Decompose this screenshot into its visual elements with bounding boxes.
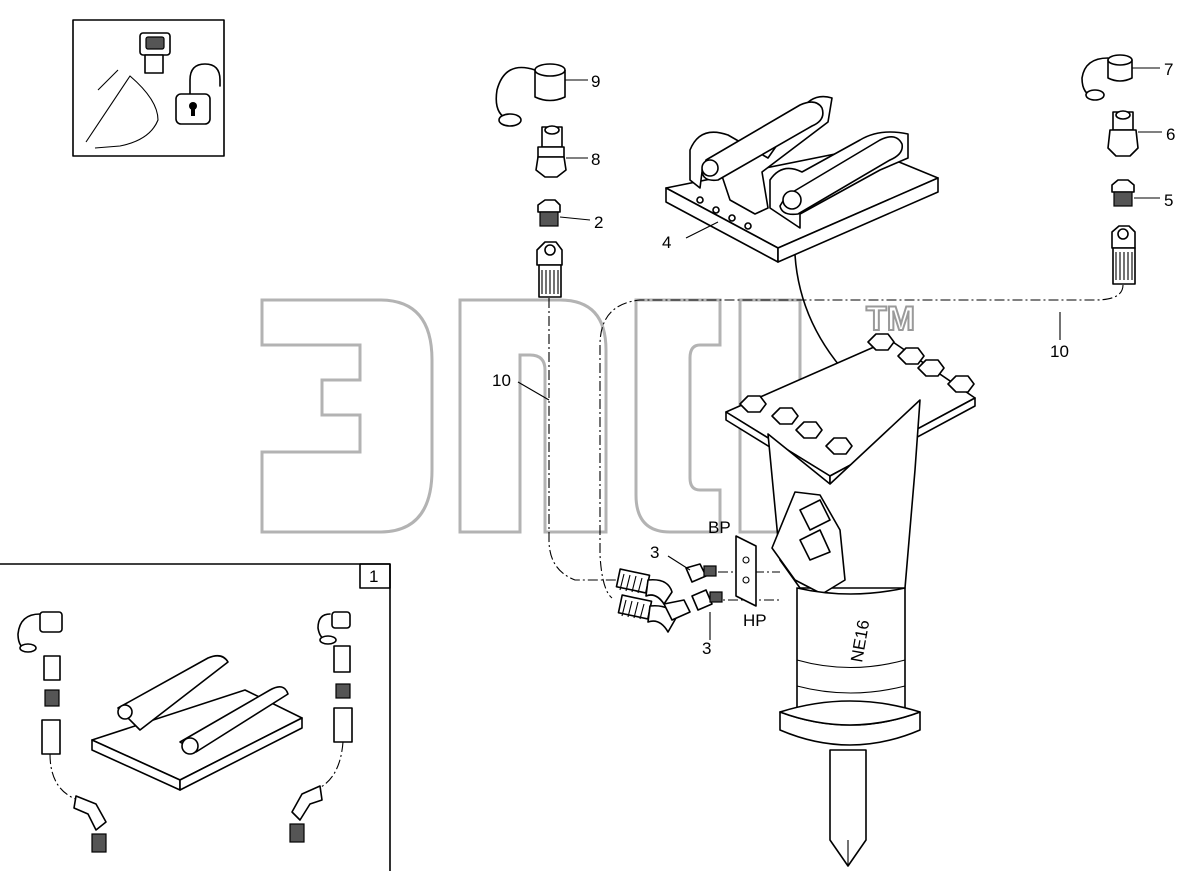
usage-icon-box	[72, 19, 225, 157]
label-adapter-bottom: 3	[702, 639, 711, 658]
mounting-plate	[665, 95, 939, 263]
port-plate	[735, 535, 757, 607]
unlock-icon	[175, 63, 221, 125]
label-inset: 1	[369, 567, 378, 586]
label-port-hp: HP	[743, 611, 767, 630]
coupling-right	[1107, 110, 1139, 157]
adapter-top	[685, 563, 717, 583]
label-cap-left: 9	[591, 72, 600, 91]
bolt-icon	[739, 333, 975, 455]
coupling-left	[535, 125, 567, 178]
elbow-top	[615, 568, 673, 605]
hose-end-right	[1111, 225, 1136, 285]
hydraulic-breaker	[725, 333, 976, 867]
label-cap-right: 7	[1164, 60, 1173, 79]
cap-right	[1081, 54, 1133, 101]
switch-icon	[139, 32, 171, 74]
label-nipple-right: 5	[1164, 191, 1173, 210]
elbow-bottom	[617, 594, 691, 633]
kit-inset	[0, 563, 391, 871]
nipple-right	[1111, 179, 1135, 207]
label-adapter-top: 3	[650, 543, 659, 562]
label-mounting-plate: 4	[662, 233, 671, 252]
adapter-bottom	[691, 589, 723, 611]
label-coupling-right: 6	[1166, 125, 1175, 144]
callout-labels: 1 2 3 3 4 5 6 7 8 9 10 10 BP HP NE16	[369, 60, 1175, 664]
label-hose-left: 10	[492, 371, 511, 390]
watermark-trademark: TM	[866, 300, 915, 338]
cap-left	[495, 63, 566, 127]
leader-lines	[517, 67, 1162, 640]
hose-end-left	[536, 241, 563, 298]
label-hose-right: 10	[1050, 342, 1069, 361]
nipple-left	[537, 199, 561, 227]
label-port-bp: BP	[708, 518, 731, 537]
label-nipple-left: 2	[594, 213, 603, 232]
label-coupling-left: 8	[591, 150, 600, 169]
